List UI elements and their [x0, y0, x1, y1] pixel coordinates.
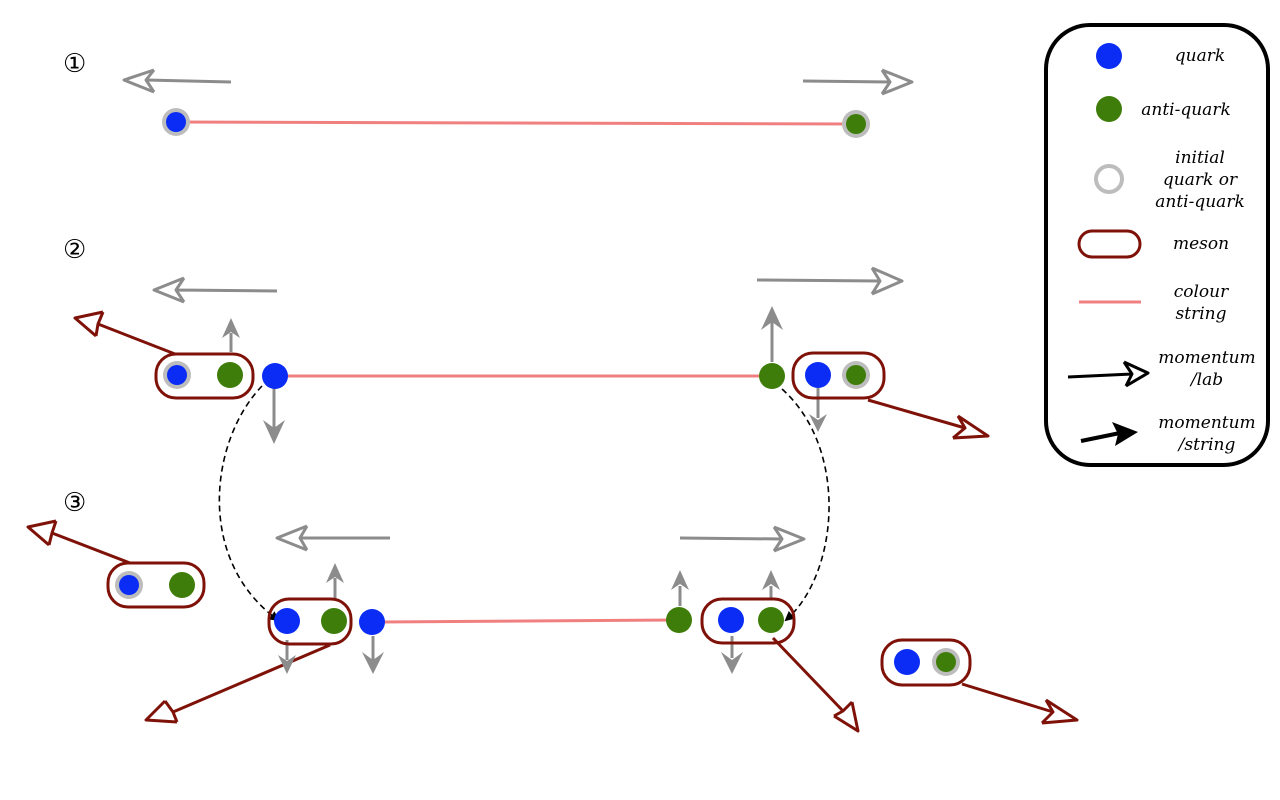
meson-arrow-near-left-3: [144, 643, 331, 724]
lab-arrow-right-1: [802, 68, 914, 96]
meson-right-2: [791, 351, 886, 400]
initial-quark-1: [162, 108, 190, 136]
meson-arrow-near-right-3: [771, 636, 860, 733]
string-end-anti-quark-2: [759, 363, 785, 389]
step-label-2: ②: [63, 235, 86, 265]
meson-far-left-3-anti-quark: [169, 572, 195, 598]
string-arrow-up-left-2: [222, 318, 240, 352]
legend-lab-2: /lab: [1189, 370, 1223, 390]
string-arrow-up-right-3a: [671, 570, 689, 606]
meson-arrow-left-2: [73, 310, 176, 356]
legend-initial-1: initial: [1175, 148, 1225, 168]
solid-arrow-icon: [1080, 422, 1138, 446]
legend-meson: meson: [1173, 234, 1229, 254]
string-end-quark-2: [262, 363, 288, 389]
colour-string-1: [175, 120, 857, 126]
step-label-3: ③: [63, 488, 86, 518]
lab-arrow-left-3: [275, 524, 390, 552]
meson-far-left-3: [106, 561, 206, 609]
quark-dot-icon: [1096, 43, 1122, 69]
string-arrow-down-right-3: [721, 636, 743, 674]
legend-str-2: /string: [1177, 435, 1236, 455]
string-arrow-up-right-3b: [762, 570, 780, 600]
string-arrow-down-left-2: [263, 388, 285, 444]
meson-arrow-far-left-3: [26, 519, 131, 565]
meson-near-left-3-anti-quark: [321, 608, 347, 634]
string-arrow-down-right-2: [809, 388, 827, 432]
anti-quark-dot-icon: [1096, 96, 1122, 122]
string-end-anti-quark-3: [666, 607, 692, 633]
hollow-arrow-icon: [1067, 360, 1150, 388]
legend-initial-2: quark or: [1163, 170, 1238, 190]
meson-arrow-far-right-3: [961, 682, 1079, 725]
legend-str-1: momentum: [1158, 413, 1255, 433]
meson-far-right-3: [880, 638, 972, 687]
dashed-evolution-left: [218, 385, 280, 622]
meson-near-right-3: [700, 597, 796, 645]
initial-anti-quark-1: [842, 110, 870, 138]
meson-arrow-right-2: [867, 398, 990, 440]
meson-near-left-3-quark: [274, 608, 300, 634]
string-arrow-up-right-2: [761, 306, 783, 362]
step-label-1: ①: [63, 49, 86, 79]
legend-quark: quark: [1175, 46, 1225, 66]
legend: quark anti-quark initial quark or anti-q…: [1044, 23, 1270, 467]
lab-arrow-right-2: [756, 266, 904, 296]
meson-near-left-3: [267, 597, 353, 646]
initial-ring-icon: [1094, 164, 1124, 194]
string-arrow-down-left-3b: [362, 636, 384, 674]
lab-arrow-left-2: [152, 276, 278, 304]
meson-capsule-icon: [1077, 229, 1142, 259]
dashed-evolution-right: [781, 388, 830, 622]
meson-far-right-3-anti-quark: [932, 648, 960, 676]
legend-box: [1044, 23, 1270, 467]
colour-string-3: [371, 618, 680, 624]
lab-arrow-right-3: [679, 525, 806, 553]
meson-far-left-3-quark: [115, 571, 143, 599]
legend-string-1: colour: [1174, 282, 1229, 302]
meson-far-right-3-quark: [894, 649, 920, 675]
legend-string-2: string: [1176, 304, 1227, 324]
meson-right-2-anti-quark: [842, 361, 870, 389]
legend-initial-3: anti-quark: [1155, 192, 1245, 212]
legend-anti-quark: anti-quark: [1141, 100, 1231, 120]
string-arrow-up-left-3: [326, 563, 344, 598]
meson-left-2: [154, 352, 255, 400]
legend-lab-1: momentum: [1158, 348, 1255, 368]
meson-right-2-quark: [805, 362, 831, 388]
meson-left-2-anti-quark: [217, 362, 243, 388]
string-end-quark-3: [359, 609, 385, 635]
meson-left-2-quark: [163, 361, 191, 389]
meson-near-right-3-quark: [718, 607, 744, 633]
lab-arrow-left-1: [122, 68, 232, 94]
meson-near-right-3-anti-quark: [758, 607, 784, 633]
